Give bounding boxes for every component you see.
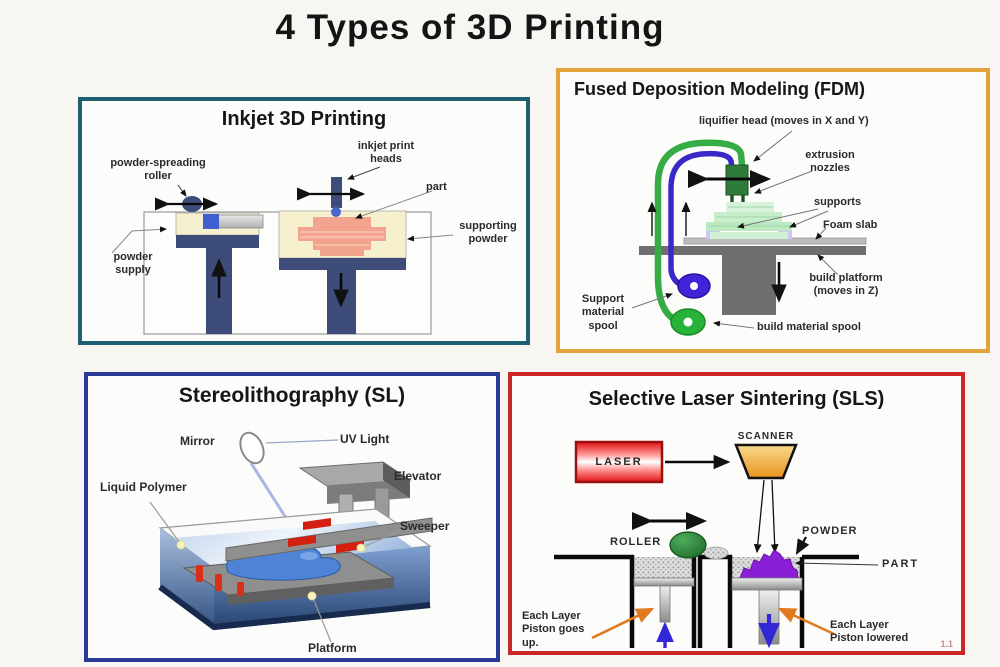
uv-light-line [265,439,339,444]
sls-right-platform [731,577,803,591]
fdm-label-foam: Foam slab [823,219,878,231]
sls-label-left-note: Each Layer Piston goes up. [522,610,585,649]
laser-beam-2 [770,479,779,554]
inkjet-spreader-blade [217,214,264,229]
sl-title: Stereolithography (SL) [178,384,406,407]
polymer-leader [149,501,181,544]
inkjet-print-head [331,177,342,208]
platform-leader [817,254,839,276]
ink-drop [331,207,341,217]
sl-label-sweeper: Sweeper [400,519,450,533]
build-spool-hole [683,317,693,327]
fdm-build-platform [639,246,866,255]
sl-vat-bottom-edge [158,584,431,631]
panel-fdm: Fused Deposition Modeling (FDM) liquifie… [556,68,990,353]
sls-roller [669,531,707,559]
page-footnote: 1.1 [940,639,953,649]
platform-leader [312,597,332,643]
sls-powder-left [632,557,694,578]
powder-leader [795,536,810,555]
powder-supply-leader [111,226,167,254]
sl-label-uv: UV Light [340,432,390,446]
build-spool-leader [713,320,755,329]
inkjet-blue-block [203,214,219,229]
fdm-label-supports: supports [814,196,862,208]
sl-label-polymer: Liquid Polymer [100,480,187,494]
support-spool-hole [690,282,698,290]
sl-platform-edge [228,578,394,605]
sls-label-roller: ROLLER [610,536,662,548]
sl-sweeper-arm [225,517,433,562]
inkjet-part [298,217,386,256]
glow-dot-polymer [176,540,186,550]
supports-leader-1 [737,208,819,229]
sls-title: Selective Laser Sintering (SLS) [588,388,885,410]
sl-red-posts [196,565,244,596]
supports-leader-2 [789,210,829,228]
sl-label-mirror: Mirror [180,434,215,448]
sls-diagram [554,440,879,649]
sls-label-right-note: Each Layer Piston lowered [830,619,909,645]
sls-powder-pile [703,546,729,560]
fdm-diagram [631,130,867,336]
page-title: 4 Types of 3D Printing [275,8,665,47]
glow-dot-sweeper [356,543,366,553]
fdm-build-tube [654,139,746,328]
right-note-arrow [777,607,835,636]
inkjet-label-heads: inkjet print heads [357,140,415,166]
supporting-powder-leader [407,234,454,242]
part-leader [355,190,433,219]
sls-scanner [734,443,798,480]
laser-beam-1 [753,479,765,554]
sls-part [739,549,799,579]
panel-sls: Selective Laser Sintering (SLS) LASER SC… [508,372,965,655]
glow-dot-platform [307,591,317,601]
sls-label-laser: LASER [595,456,643,468]
foam-leader [815,227,827,240]
sls-label-scanner: SCANNER [737,431,795,442]
sls-label-powder: POWDER [802,525,858,537]
inkjet-label-part: part [426,181,447,193]
inkjet-right-platform [279,258,406,270]
roller-leader [177,184,187,197]
sls-left-platform [633,577,695,587]
fdm-platform-column [722,255,776,315]
fdm-label-build-spool: build material spool [757,321,861,333]
inkjet-label-roller: powder-spreading roller [110,157,206,183]
sweeper-leader [362,528,405,548]
panel-sl: Stereolithography (SL) Mirror UV Light L… [84,372,500,662]
inkjet-diagram [111,166,454,335]
sls-label-part: PART [882,558,920,570]
sls-laser-box [574,440,664,484]
fdm-title: Fused Deposition Modeling (FDM) [574,79,865,99]
panel-inkjet: Inkjet 3D Printing powder-spreading roll… [78,97,530,345]
left-note-arrow [591,607,655,640]
fdm-label-nozzles: extrusion nozzles [805,149,855,175]
sl-diagram [149,431,433,643]
inkjet-label-supporting-powder: supporting powder [459,220,517,246]
sl-vat-left [160,528,214,630]
fdm-label-platform: build platform (moves in Z) [809,272,883,298]
support-spool-leader [631,293,673,309]
inkjet-title: Inkjet 3D Printing [221,108,387,130]
inkjet-label-powder-supply: powder supply [113,251,153,277]
inkjet-left-platform [176,235,259,248]
nozzles-leader [754,170,813,194]
sl-label-platform: Platform [308,641,357,655]
part-leader [794,559,879,567]
liquifier-leader [753,130,793,162]
sl-label-elevator: Elevator [394,469,442,483]
fdm-part [706,202,792,239]
heads-leader [347,166,381,180]
sl-mirror [239,431,265,465]
fdm-label-liquifier: liquifier head (moves in X and Y) [699,115,869,127]
sls-left-piston-rod [659,585,671,623]
fdm-label-support-spool: Support material spool [581,293,625,332]
fdm-support-tube [668,150,735,293]
